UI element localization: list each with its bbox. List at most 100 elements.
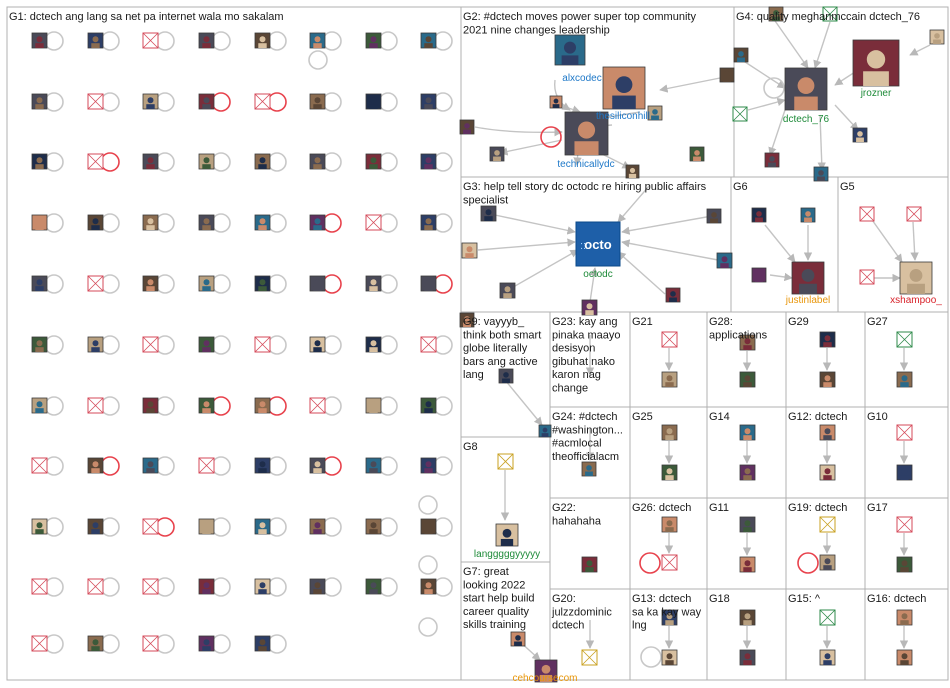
octodc-logo-icon[interactable]: octo:: (575, 221, 621, 267)
jrozner-avatar-icon[interactable] (852, 39, 900, 87)
isolate-avatar-icon[interactable] (420, 93, 437, 110)
isolate-avatar-icon[interactable] (365, 214, 382, 231)
isolate-avatar-icon[interactable] (254, 336, 271, 353)
isolate-avatar-icon[interactable] (420, 578, 437, 595)
isolate-avatar-icon[interactable] (420, 397, 437, 414)
user-avatar-icon[interactable] (819, 331, 836, 348)
user-avatar-icon[interactable] (819, 649, 836, 666)
user-avatar-icon[interactable] (581, 461, 597, 477)
user-avatar-icon[interactable] (647, 105, 663, 121)
isolate-avatar-icon[interactable] (31, 93, 48, 110)
isolate-avatar-icon[interactable] (198, 275, 215, 292)
isolate-avatar-icon[interactable] (31, 336, 48, 353)
user-avatar-icon[interactable] (581, 649, 598, 666)
user-avatar-icon[interactable] (489, 146, 505, 162)
isolate-avatar-icon[interactable] (365, 336, 382, 353)
isolate-avatar-icon[interactable] (87, 275, 104, 292)
user-avatar-icon[interactable] (665, 287, 681, 303)
isolate-avatar-icon[interactable] (254, 32, 271, 49)
user-avatar-icon[interactable] (739, 334, 756, 351)
isolate-avatar-icon[interactable] (420, 518, 437, 535)
user-avatar-icon[interactable] (499, 282, 516, 299)
isolate-avatar-icon[interactable] (309, 275, 326, 292)
isolate-avatar-icon[interactable] (420, 153, 437, 170)
user-avatar-icon[interactable] (661, 516, 678, 533)
isolate-avatar-icon[interactable] (365, 275, 382, 292)
isolate-avatar-icon[interactable] (254, 457, 271, 474)
user-avatar-icon[interactable] (498, 368, 514, 384)
user-avatar-icon[interactable] (459, 312, 475, 328)
isolate-avatar-icon[interactable] (198, 93, 215, 110)
user-avatar-icon[interactable] (706, 208, 722, 224)
user-avatar-icon[interactable] (751, 267, 767, 283)
user-avatar-icon[interactable] (764, 152, 780, 168)
user-avatar-icon[interactable] (896, 649, 913, 666)
isolate-avatar-icon[interactable] (309, 457, 326, 474)
user-avatar-icon[interactable] (819, 424, 836, 441)
technicallydc-logo-icon[interactable] (564, 111, 609, 156)
isolate-avatar-icon[interactable] (365, 153, 382, 170)
isolate-avatar-icon[interactable] (198, 153, 215, 170)
user-avatar-icon[interactable] (661, 464, 678, 481)
isolate-avatar-icon[interactable] (87, 214, 104, 231)
isolate-avatar-icon[interactable] (87, 93, 104, 110)
langggggyyyyy-avatar-icon[interactable] (495, 523, 519, 547)
isolate-avatar-icon[interactable] (420, 275, 437, 292)
user-avatar-icon[interactable] (480, 205, 497, 222)
isolate-avatar-icon[interactable] (142, 93, 159, 110)
user-avatar-icon[interactable] (819, 609, 836, 626)
isolate-avatar-icon[interactable] (142, 397, 159, 414)
user-avatar-icon[interactable] (768, 6, 784, 22)
user-avatar-icon[interactable] (896, 331, 913, 348)
user-avatar-icon[interactable] (661, 331, 678, 348)
user-avatar-icon[interactable] (739, 516, 756, 533)
user-avatar-icon[interactable] (819, 554, 836, 571)
isolate-avatar-icon[interactable] (254, 635, 271, 652)
isolate-avatar-icon[interactable] (87, 397, 104, 414)
isolate-avatar-icon[interactable] (365, 578, 382, 595)
user-avatar-icon[interactable] (896, 609, 913, 626)
user-avatar-icon[interactable] (896, 556, 913, 573)
user-avatar-icon[interactable] (732, 106, 748, 122)
isolate-avatar-icon[interactable] (87, 32, 104, 49)
isolate-avatar-icon[interactable] (31, 457, 48, 474)
isolate-avatar-icon[interactable] (198, 457, 215, 474)
isolate-avatar-icon[interactable] (254, 397, 271, 414)
user-avatar-icon[interactable] (739, 464, 756, 481)
isolate-avatar-icon[interactable] (254, 214, 271, 231)
user-avatar-icon[interactable] (661, 609, 678, 626)
user-avatar-icon[interactable] (549, 95, 563, 109)
isolate-avatar-icon[interactable] (254, 275, 271, 292)
user-avatar-icon[interactable] (739, 609, 756, 626)
isolate-avatar-icon[interactable] (365, 93, 382, 110)
isolate-avatar-icon[interactable] (31, 32, 48, 49)
user-avatar-icon[interactable] (538, 424, 552, 438)
user-avatar-icon[interactable] (716, 252, 733, 269)
user-avatar-icon[interactable] (739, 424, 756, 441)
isolate-avatar-icon[interactable] (309, 518, 326, 535)
user-avatar-icon[interactable] (800, 207, 816, 223)
user-avatar-icon[interactable] (819, 464, 836, 481)
isolate-avatar-icon[interactable] (31, 275, 48, 292)
isolate-avatar-icon[interactable] (142, 518, 159, 535)
isolate-avatar-icon[interactable] (309, 397, 326, 414)
isolate-avatar-icon[interactable] (87, 457, 104, 474)
isolate-avatar-icon[interactable] (365, 518, 382, 535)
user-avatar-icon[interactable] (661, 649, 678, 666)
isolate-avatar-icon[interactable] (31, 397, 48, 414)
isolate-avatar-icon[interactable] (142, 635, 159, 652)
dctech76-avatar-icon[interactable] (784, 67, 828, 111)
isolate-avatar-icon[interactable] (142, 275, 159, 292)
isolate-avatar-icon[interactable] (365, 32, 382, 49)
isolate-avatar-icon[interactable] (420, 336, 437, 353)
user-avatar-icon[interactable] (510, 631, 526, 647)
user-avatar-icon[interactable] (461, 242, 478, 259)
user-avatar-icon[interactable] (813, 166, 829, 182)
user-avatar-icon[interactable] (497, 453, 514, 470)
thesiliconhill-capitol-icon[interactable] (602, 66, 646, 110)
isolate-avatar-icon[interactable] (142, 457, 159, 474)
alxcodec-avatar-icon[interactable] (554, 34, 586, 66)
user-avatar-icon[interactable] (739, 649, 756, 666)
user-avatar-icon[interactable] (896, 371, 913, 388)
isolate-avatar-icon[interactable] (142, 153, 159, 170)
